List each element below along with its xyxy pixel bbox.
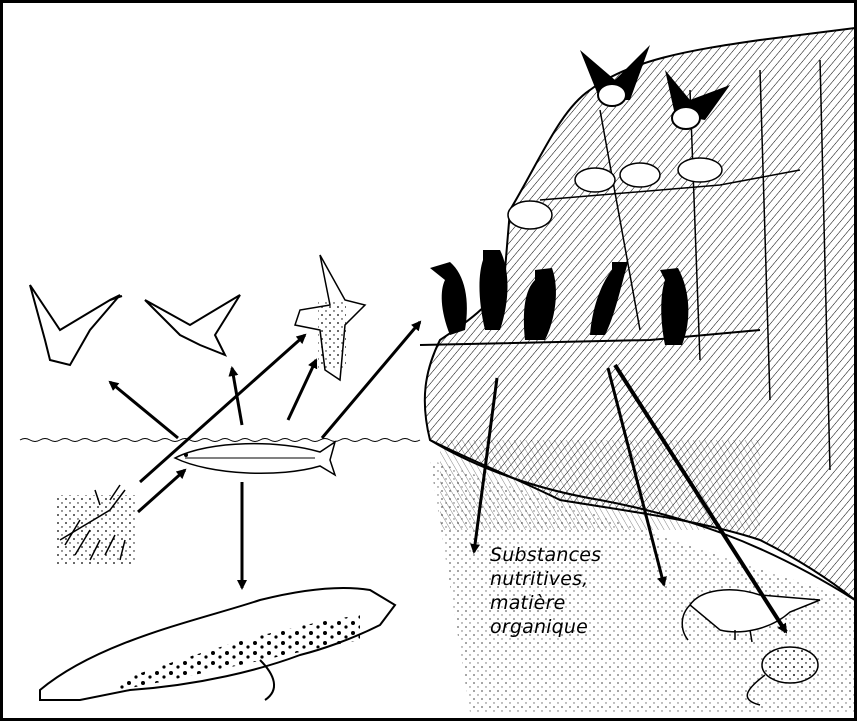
gull-middle [145,295,240,355]
arrow-fish-to-fulmar [288,360,316,420]
seal [40,588,395,700]
arrow-fish-to-gull-left [110,382,178,438]
sea-surface [20,439,420,442]
label-line-4: organique [490,615,601,639]
label-line-1: Substances [490,543,601,567]
label-line-2: nutritives, [490,567,601,591]
nutrients-label: Substances nutritives, matière organique [490,543,601,639]
fish [175,442,335,475]
krill [55,485,135,565]
gull-left [30,285,122,365]
label-line-3: matière [490,591,601,615]
fulmar [295,255,365,380]
